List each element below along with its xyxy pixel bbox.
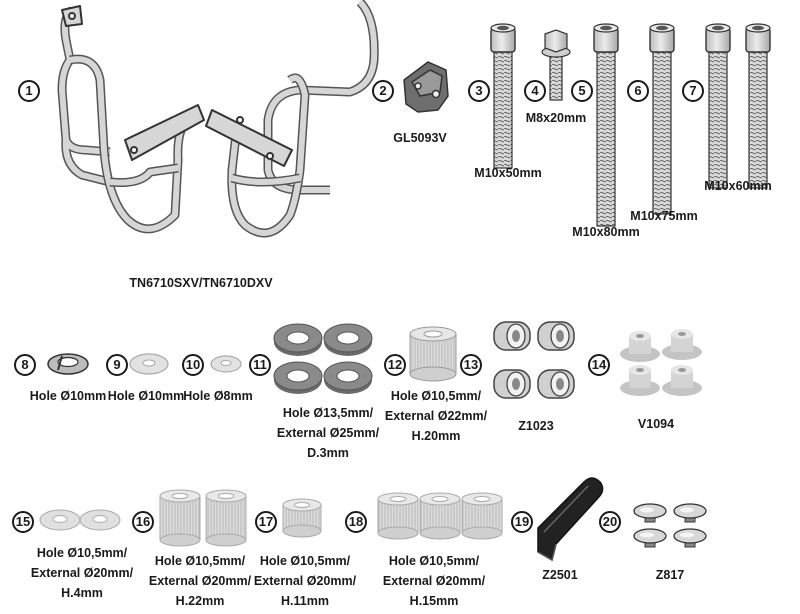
item-1-code: TN6710SXV/TN6710DXV bbox=[129, 276, 273, 290]
rubber-washer-hole-1 bbox=[336, 331, 360, 345]
item-10-desc: Hole Ø8mm bbox=[183, 389, 253, 403]
item-2-code: GL5093V bbox=[393, 131, 447, 145]
crash-bar-left bbox=[57, 5, 205, 234]
spacer-h15-b bbox=[419, 492, 461, 540]
crash-bar-right bbox=[205, 0, 379, 238]
item-number-2: 2 bbox=[372, 80, 394, 102]
item-number-5: 5 bbox=[571, 80, 593, 102]
item-number-11: 11 bbox=[249, 354, 271, 376]
rubber-washer-hole-0 bbox=[286, 331, 310, 345]
item-number-3: 3 bbox=[468, 80, 490, 102]
item-3-desc: M10x50mm bbox=[474, 166, 542, 180]
spacer-h22-a bbox=[159, 489, 201, 547]
mount-body-2 bbox=[629, 370, 651, 388]
spacer-h22-b bbox=[205, 489, 247, 547]
item-number-17: 17 bbox=[255, 511, 277, 533]
bolt-m10x60-b bbox=[745, 23, 771, 189]
item-number-16: 16 bbox=[132, 511, 154, 533]
item-5-desc: M10x80mm bbox=[572, 225, 640, 239]
grommet-hole-0 bbox=[512, 330, 520, 342]
item-number-4: 4 bbox=[524, 80, 546, 102]
item-19-code: Z2501 bbox=[542, 568, 578, 582]
mount-body-3 bbox=[671, 370, 693, 388]
mount-hole-1 bbox=[678, 332, 686, 336]
clip-shine-2 bbox=[640, 532, 654, 538]
bolt-m10x75 bbox=[649, 23, 675, 215]
clip-shine-0 bbox=[640, 507, 654, 513]
mount-body-1 bbox=[671, 334, 693, 352]
item-7-desc: M10x60mm bbox=[704, 179, 772, 193]
bolt-m10x50 bbox=[490, 23, 516, 169]
mount-hole-3 bbox=[678, 368, 686, 372]
grommet-hole-3 bbox=[556, 378, 564, 390]
item-14-code: V1094 bbox=[637, 417, 675, 431]
rubber-washer-hole-3 bbox=[336, 369, 360, 383]
item-8-desc: Hole Ø10mm bbox=[29, 389, 107, 403]
washer-8mm bbox=[210, 355, 242, 373]
rubber-washer-hole-2 bbox=[286, 369, 310, 383]
item-20-code: Z817 bbox=[655, 568, 685, 582]
bracket-gl5093v bbox=[403, 61, 449, 113]
item-6-desc: M10x75mm bbox=[630, 209, 698, 223]
spacer-h20 bbox=[409, 326, 457, 382]
spacer-h11 bbox=[282, 498, 322, 538]
item-number-19: 19 bbox=[511, 511, 533, 533]
edge-trim-z2501 bbox=[537, 477, 604, 562]
clips-z817 bbox=[633, 503, 707, 548]
item-number-18: 18 bbox=[345, 511, 367, 533]
item-number-8: 8 bbox=[14, 354, 36, 376]
clip-shine-1 bbox=[680, 507, 694, 513]
item-number-6: 6 bbox=[627, 80, 649, 102]
mount-hole-2 bbox=[636, 368, 644, 372]
rubber-mounts-v1094 bbox=[620, 329, 702, 396]
spacer-h11 bbox=[282, 498, 322, 538]
spring-washer bbox=[47, 353, 89, 375]
item-number-10: 10 bbox=[182, 354, 204, 376]
clip-shine-3 bbox=[680, 532, 694, 538]
item-number-14: 14 bbox=[588, 354, 610, 376]
mount-hole-0 bbox=[636, 334, 644, 338]
bolt-m10x80 bbox=[593, 23, 619, 227]
spacers-h15 bbox=[377, 492, 503, 540]
item-4-desc: M8x20mm bbox=[525, 111, 587, 125]
bolt-m8x20 bbox=[541, 29, 571, 101]
washers-h4 bbox=[39, 509, 121, 531]
item-9-desc: Hole Ø10mm bbox=[107, 389, 185, 403]
washer-10mm bbox=[129, 353, 169, 375]
spacer-h15-a bbox=[377, 492, 419, 540]
item-number-1: 1 bbox=[18, 80, 40, 102]
rubber-washers bbox=[273, 323, 373, 394]
item-number-12: 12 bbox=[384, 354, 406, 376]
mount-body-0 bbox=[629, 336, 651, 354]
spacer-h15-c bbox=[461, 492, 503, 540]
item-number-20: 20 bbox=[599, 511, 621, 533]
item-number-15: 15 bbox=[12, 511, 34, 533]
item-13-code: Z1023 bbox=[518, 419, 554, 433]
bolt-m10x60 bbox=[705, 23, 731, 189]
spacers-h22 bbox=[159, 489, 247, 547]
bolts bbox=[490, 23, 771, 227]
item-number-7: 7 bbox=[682, 80, 704, 102]
grommet-hole-2 bbox=[512, 378, 520, 390]
item-number-9: 9 bbox=[106, 354, 128, 376]
grommets-z1023 bbox=[493, 321, 575, 399]
grommet-hole-1 bbox=[556, 330, 564, 342]
item-number-13: 13 bbox=[460, 354, 482, 376]
